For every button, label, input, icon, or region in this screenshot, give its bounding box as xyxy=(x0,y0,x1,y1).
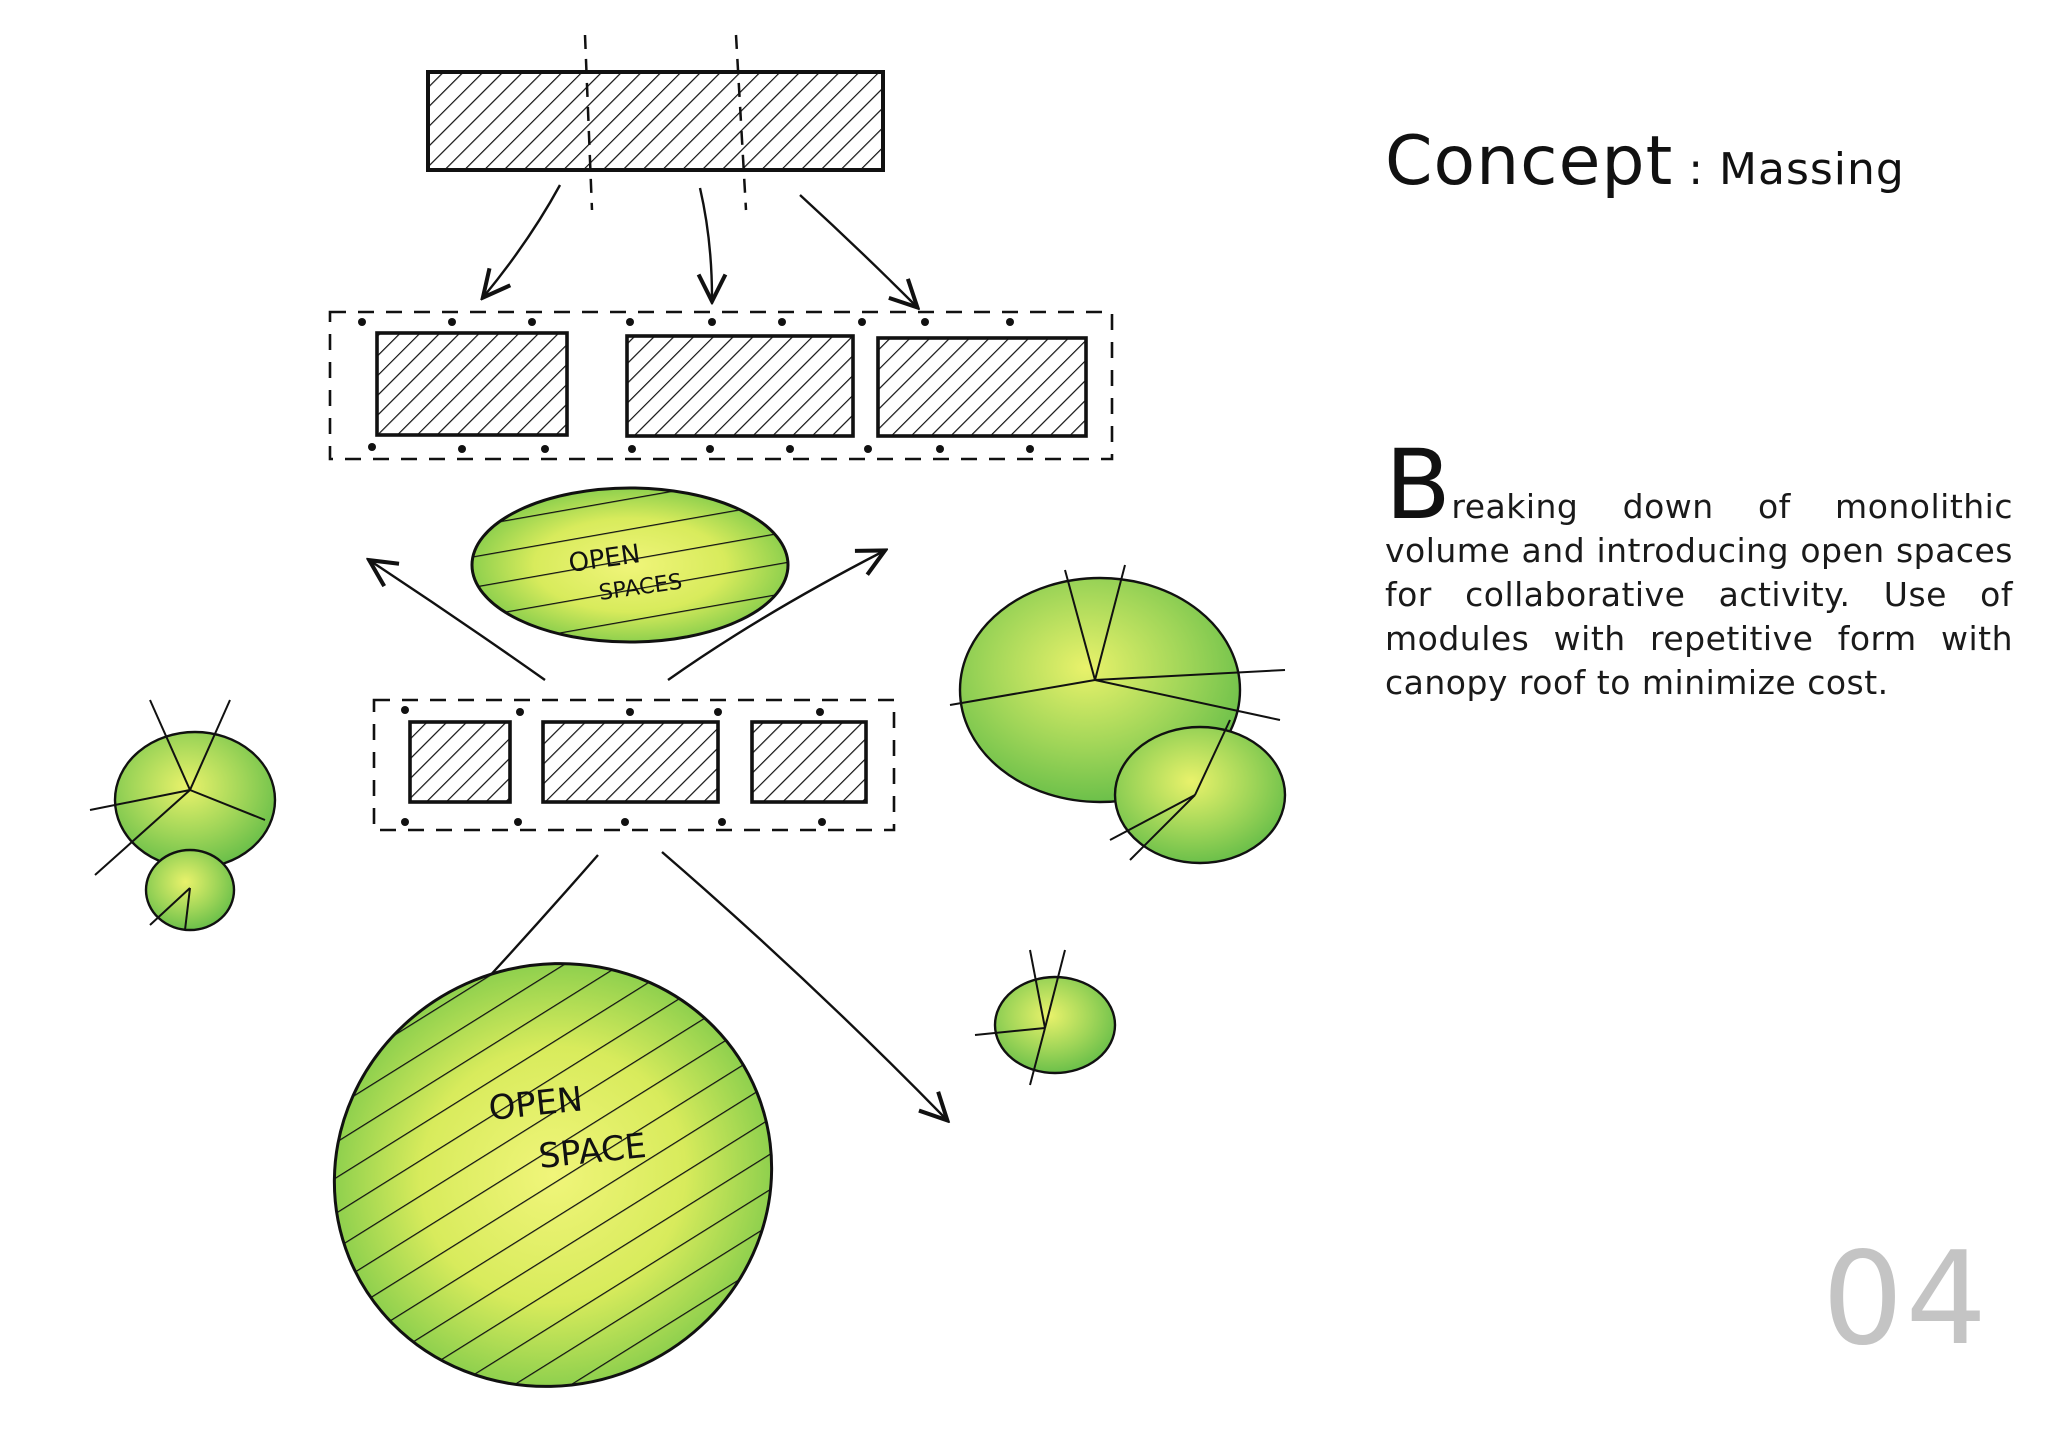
compact-modules xyxy=(372,698,896,832)
drop-cap: B xyxy=(1385,429,1452,541)
diverge-arrows xyxy=(372,552,882,681)
page-number: 04 xyxy=(1822,1225,1989,1374)
tree-cluster-left xyxy=(89,699,277,932)
title-main: Concept xyxy=(1385,122,1674,201)
tree-cluster-right xyxy=(949,564,1287,865)
open-spaces-top: OPEN SPACES xyxy=(470,486,790,644)
description-text: reaking down of monolithic volume and in… xyxy=(1385,487,2013,702)
page-title: Concept : Massing xyxy=(1385,122,1905,201)
monolithic-block xyxy=(426,34,885,211)
tree-single xyxy=(974,949,1117,1086)
open-space-bottom: OPEN SPACE xyxy=(332,962,774,1388)
label-open-space-line1: OPEN xyxy=(487,1079,585,1129)
title-sub: : Massing xyxy=(1673,144,1905,195)
massing-sketch: OPEN SPACES OPEN SPACE xyxy=(89,34,1287,1388)
concept-description: Breaking down of monolithic volume and i… xyxy=(1385,437,2013,705)
split-arrows xyxy=(485,184,915,305)
split-modules xyxy=(328,310,1114,461)
